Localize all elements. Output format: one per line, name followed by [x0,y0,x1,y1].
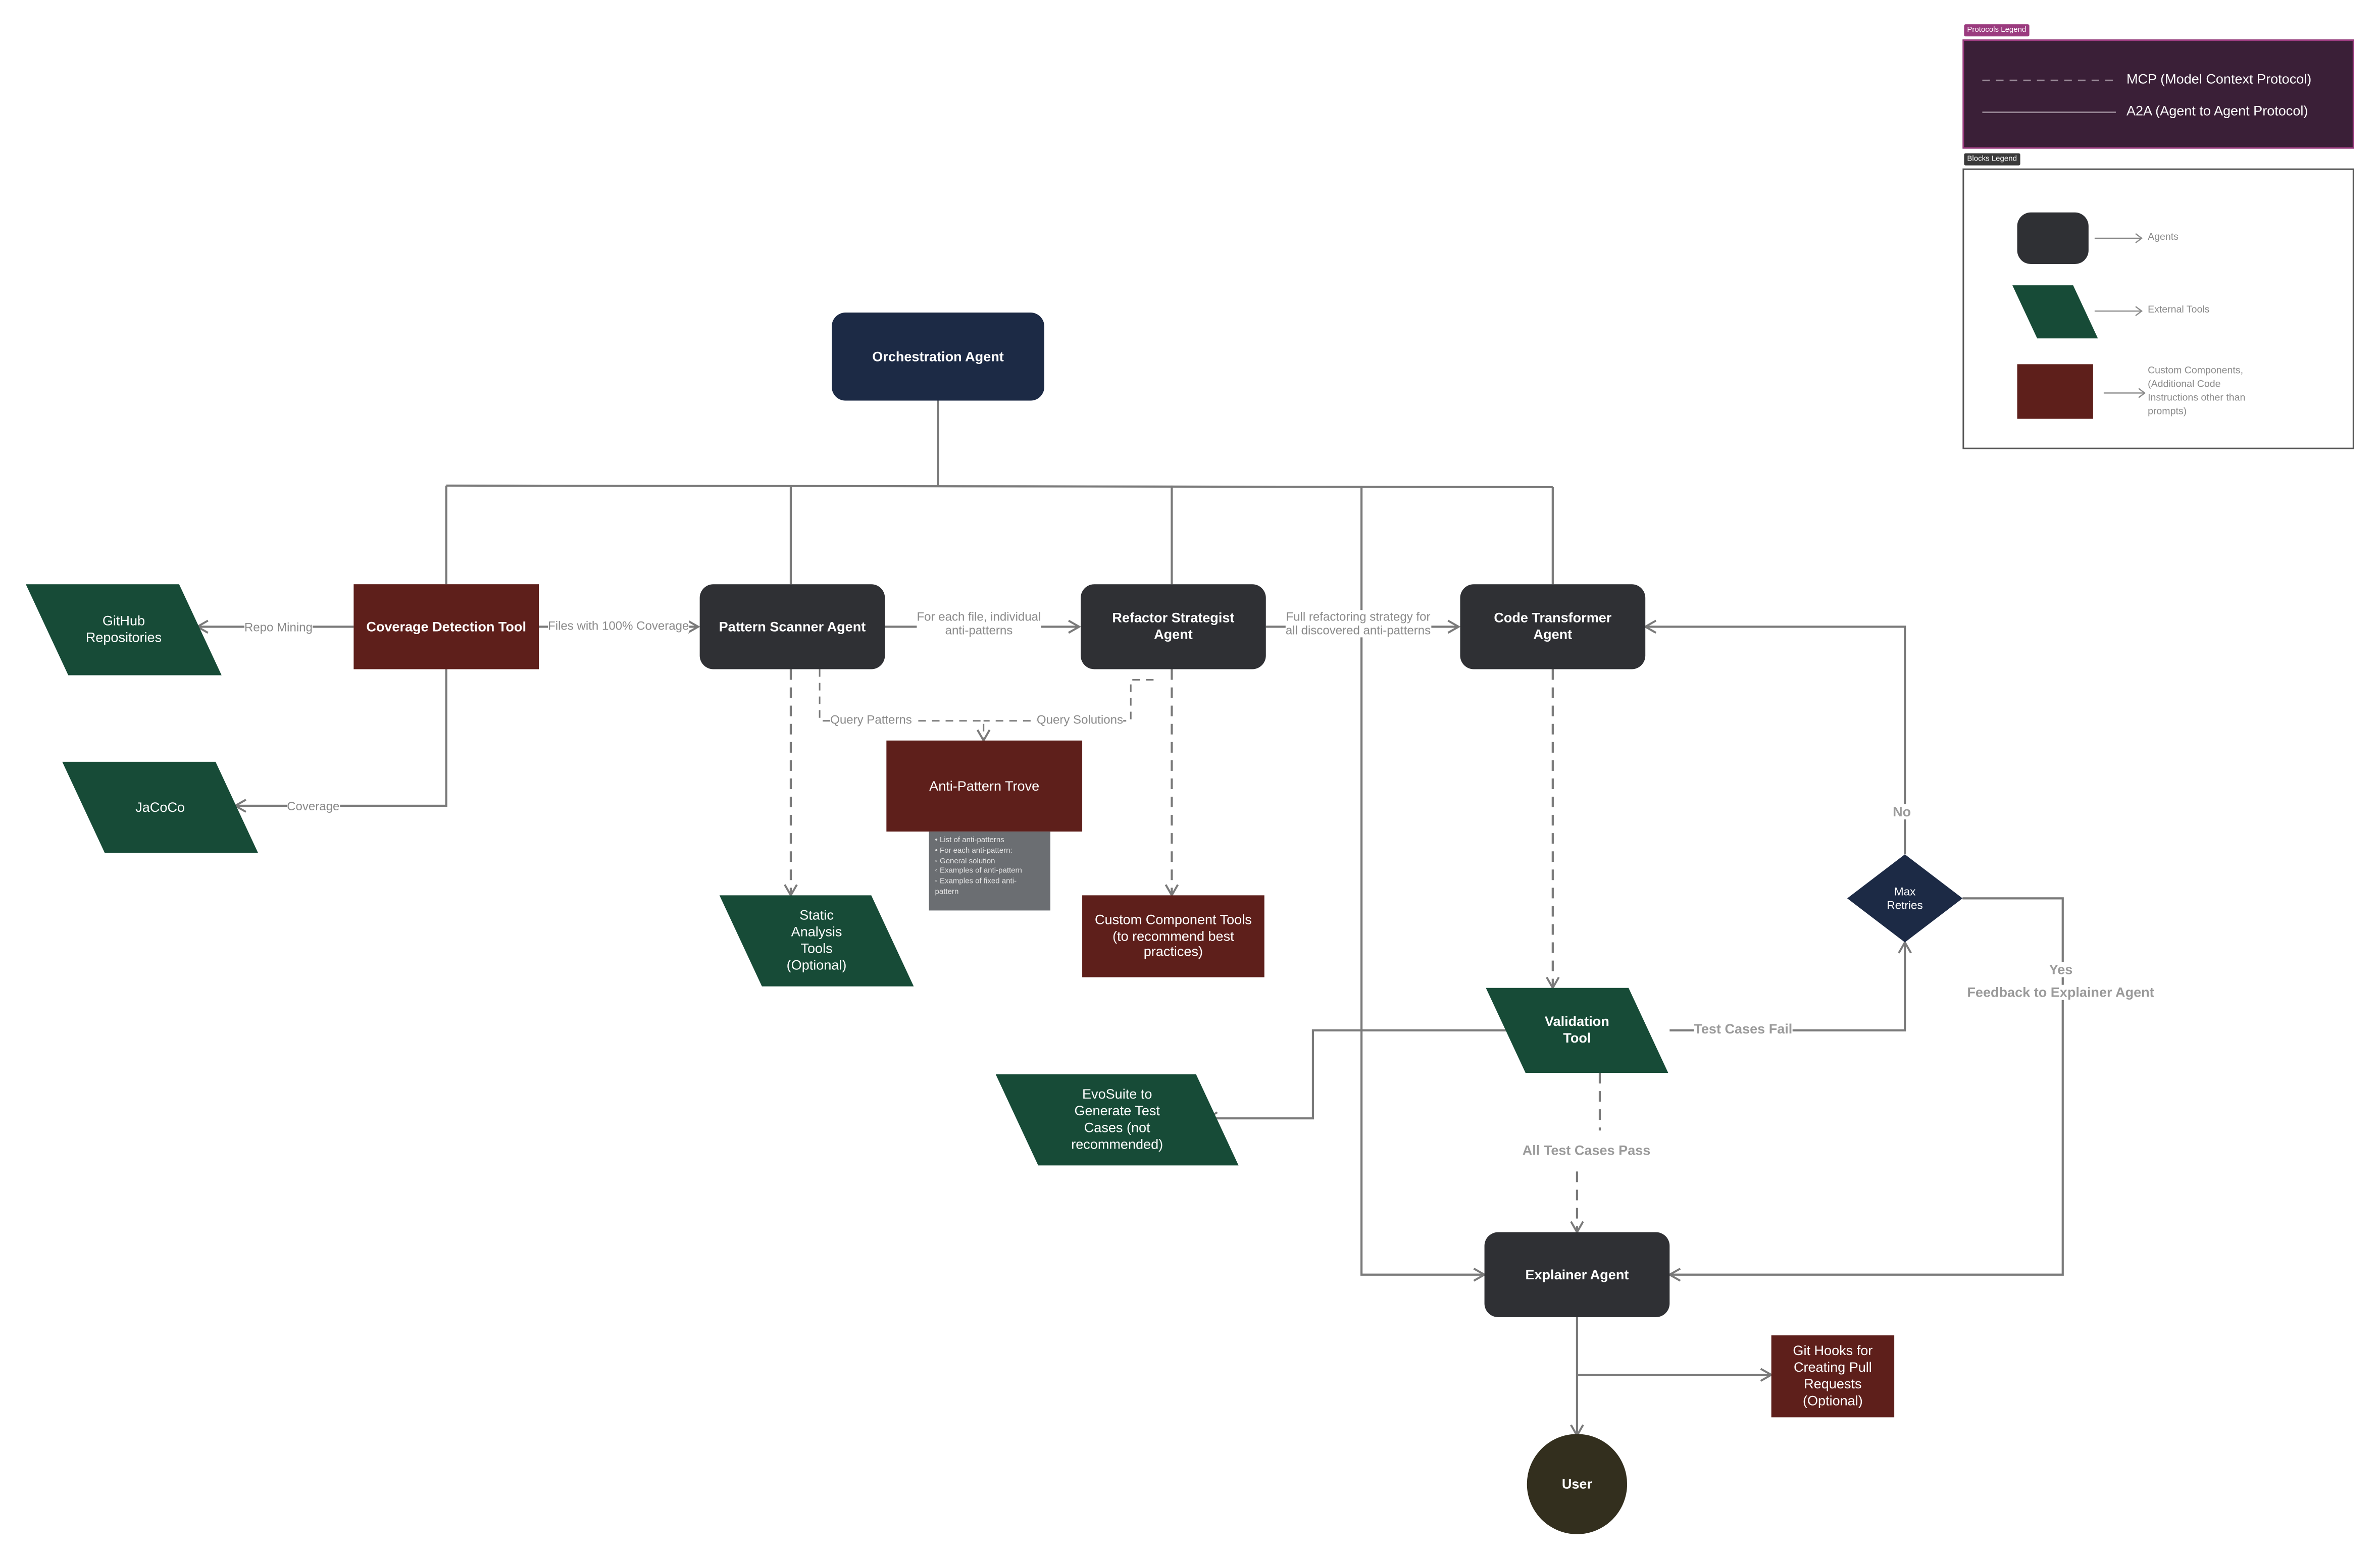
edge-bus-horizontal [446,484,1553,488]
git-hooks[interactable]: Git Hooks for Creating Pull Requests (Op… [1771,1335,1895,1418]
max-retries-label: Max Retries [1887,885,1923,912]
github-repositories-tool[interactable]: GitHub Repositories [26,584,222,676]
custom-component-legend-arrow [2103,388,2146,398]
agent-legend-label: Agents [2148,232,2179,243]
coverage-detection-tool-label: Coverage Detection Tool [366,618,526,634]
edge-retries-no [1643,619,1906,855]
anti-pattern-trove-note: • List of anti-patterns • For each anti-… [929,832,1050,911]
edge-label-full-strategy-line2: all discovered anti-patterns [1285,624,1431,638]
edge-label-yes: Yes [2049,962,2073,978]
edge-retries-yes [1667,897,2064,1282]
trove-note-line: ◦ Examples of fixed anti- [935,877,1017,887]
edge-label-full-strategy: Full refactoring strategy for all discov… [1285,610,1431,638]
trove-note-line: pattern [935,887,959,897]
a2a-legend-label: A2A (Agent to Agent Protocol) [2126,103,2308,119]
trove-note-line: • List of anti-patterns [935,836,1004,846]
edge-label-for-each-file-line1: For each file, individual [917,610,1041,624]
edge-label-all-test-cases-pass: All Test Cases Pass [1522,1143,1651,1159]
trove-note-line: ◦ Examples of anti-pattern [935,867,1022,876]
anti-pattern-trove-label: Anti-Pattern Trove [929,777,1040,793]
pattern-scanner-agent[interactable]: Pattern Scanner Agent [699,584,885,669]
code-transformer-agent[interactable]: Code Transformer Agent [1460,584,1646,669]
custom-component-legend-label: Custom Components, (Additional Code Inst… [2148,366,2246,418]
edge-label-feedback: Feedback to Explainer Agent [1967,984,2154,1001]
edge-label-files-coverage: Files with 100% Coverage [548,619,689,633]
protocols-legend: MCP (Model Context Protocol) A2A (Agent … [1962,39,2354,149]
custom-component-tools-label: Custom Component Tools (to recommend bes… [1095,911,1252,960]
protocols-legend-tag: Protocols Legend [1964,24,2030,37]
refactor-strategist-agent-label: Refactor Strategist Agent [1112,610,1235,642]
user-label: User [1561,1476,1592,1491]
custom-component-tools[interactable]: Custom Component Tools (to recommend bes… [1082,895,1264,977]
coverage-detection-tool[interactable]: Coverage Detection Tool [353,584,539,669]
static-analysis-tool[interactable]: Static Analysis Tools (Optional) [719,895,914,987]
edge-query-patterns [819,669,991,743]
custom-component-swatch [2017,364,2093,419]
a2a-line-sample [1982,111,2116,113]
blocks-legend: Agents External Tools Custom Components,… [1962,168,2354,449]
mcp-legend-label: MCP (Model Context Protocol) [2126,71,2312,87]
validation-tool-label: Validation Tool [1545,1014,1609,1046]
edge-validation-evosuite [1204,1029,1510,1125]
refactor-strategist-agent[interactable]: Refactor Strategist Agent [1081,584,1266,669]
external-tool-legend-arrow [2094,306,2143,317]
user-node[interactable]: User [1527,1434,1627,1534]
edge-validation-explainer [1577,1073,1601,1232]
explainer-agent-label: Explainer Agent [1525,1266,1629,1282]
jacoco-tool[interactable]: JaCoCo [62,761,258,853]
edge-label-coverage: Coverage [287,800,340,814]
max-retries-label-box: Max Retries [1859,880,1950,916]
explainer-agent[interactable]: Explainer Agent [1484,1232,1670,1317]
edge-label-for-each-file: For each file, individual anti-patterns [917,610,1041,638]
agent-swatch [2017,212,2089,264]
trove-note-line: • For each anti-pattern: [935,846,1012,856]
user-circle [1527,1434,1628,1534]
evosuite-label: EvoSuite to Generate Test Cases (not rec… [1071,1087,1163,1152]
evosuite-tool[interactable]: EvoSuite to Generate Test Cases (not rec… [995,1074,1239,1166]
github-repositories-label: GitHub Repositories [85,613,162,645]
edge-validation-retries [1669,940,1912,1031]
anti-pattern-trove[interactable]: Anti-Pattern Trove [886,740,1083,832]
git-hooks-label: Git Hooks for Creating Pull Requests (Op… [1793,1343,1873,1408]
mcp-line-sample [1982,79,2116,81]
edge-label-query-solutions: Query Solutions [1036,713,1123,728]
edge-coverage-jacoco [233,669,447,813]
pattern-scanner-agent-label: Pattern Scanner Agent [719,618,866,634]
agent-legend-arrow [2094,233,2143,243]
edge-bus-to-explainer [1360,487,1487,1282]
validation-tool[interactable]: Validation Tool [1486,988,1668,1073]
edge-label-repo-mining: Repo Mining [244,620,313,635]
static-analysis-label: Static Analysis Tools (Optional) [786,908,847,973]
jacoco-label: JaCoCo [135,799,185,814]
trove-note-line: ◦ General solution [935,856,995,866]
orchestration-agent-label: Orchestration Agent [872,348,1004,364]
code-transformer-agent-label: Code Transformer Agent [1494,610,1612,642]
edge-label-no: No [1893,804,1911,820]
edge-label-for-each-file-line2: anti-patterns [945,624,1013,638]
edge-label-query-patterns: Query Patterns [830,713,912,728]
edge-label-test-cases-fail: Test Cases Fail [1694,1021,1793,1037]
orchestration-agent[interactable]: Orchestration Agent [832,313,1044,401]
external-tool-swatch [2012,285,2098,339]
blocks-legend-tag: Blocks Legend [1964,153,2020,166]
external-tool-legend-label: External Tools [2148,305,2210,316]
edge-label-full-strategy-line1: Full refactoring strategy for [1286,610,1431,624]
